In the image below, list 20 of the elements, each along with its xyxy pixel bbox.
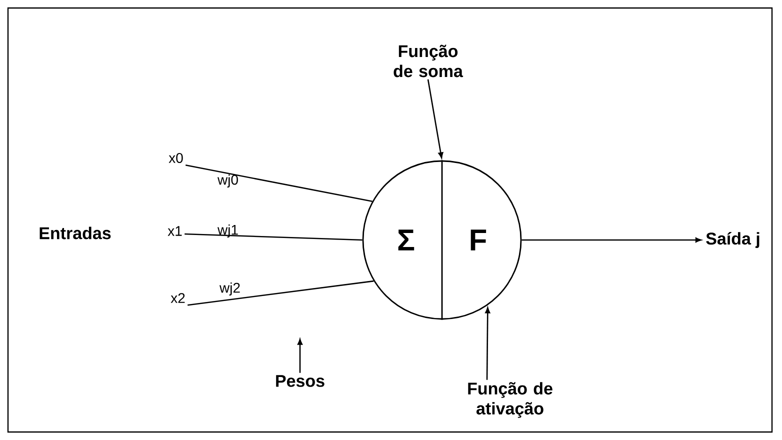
input-label: x0 (168, 153, 183, 163)
arrow (297, 338, 303, 373)
output-label: Saída j (706, 232, 760, 248)
input-group-label: Entradas (40, 226, 111, 240)
arrow (427, 79, 444, 158)
connection-line (185, 164, 372, 202)
function-symbol: F (470, 230, 486, 250)
connection-line (184, 233, 362, 241)
input-label: x1 (168, 226, 182, 236)
function-symbol: Σ (398, 230, 414, 250)
annotation-text: Função de soma (394, 44, 464, 78)
annotation-text: Função de ativação (468, 382, 552, 418)
annotation-text: Pesos (276, 375, 324, 387)
arrow (485, 307, 490, 380)
weight-label: wj2 (219, 282, 240, 296)
input-label: x2 (170, 293, 185, 303)
weight-label: wj1 (217, 224, 238, 238)
arrow (522, 237, 702, 243)
connection-line (188, 280, 374, 306)
weight-label: wj0 (217, 174, 238, 188)
